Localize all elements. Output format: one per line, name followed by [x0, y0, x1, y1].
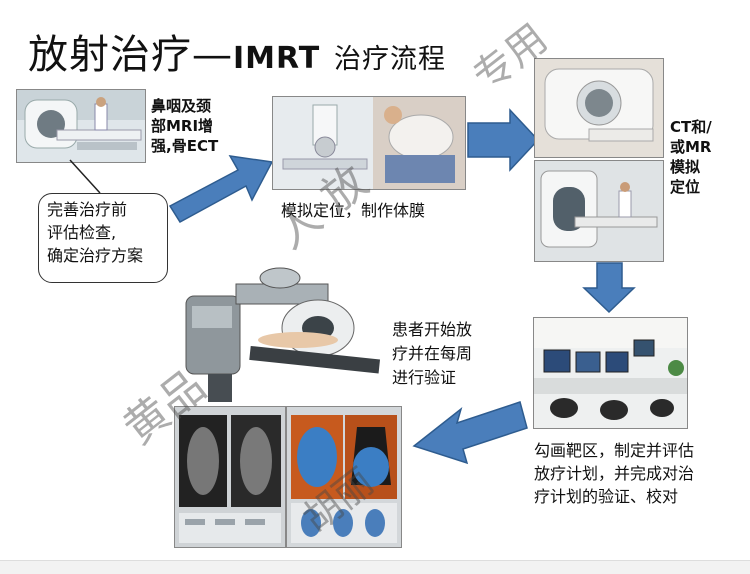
ct-scanner-photo [534, 58, 664, 158]
mri-label-line-1: 鼻咽及颈 [151, 97, 212, 115]
treatment-label-line-2: 疗并在每周 [392, 344, 473, 363]
ct-mr-label: CT和/ 或MR 模拟 定位 [670, 117, 712, 197]
planning-label-line-3: 疗计划的验证、校对 [534, 487, 679, 506]
callout-line-2: 评估检查, [47, 223, 117, 242]
simulation-label: 模拟定位，制作体膜 [281, 201, 425, 221]
bottom-strip [0, 560, 750, 574]
treatment-label: 患者开始放 疗并在每周 进行验证 [392, 318, 472, 390]
arrow-to-planning [582, 262, 636, 314]
planning-label: 勾画靶区，制定并评估 放疗计划，并完成对治 疗计划的验证、校对 [534, 439, 694, 508]
mri-scanner-image [17, 90, 145, 162]
arrow-to-simulation [168, 155, 274, 223]
ct-label-line-3: 模拟 [670, 158, 701, 176]
title-en: IMRT [233, 41, 321, 76]
mr-scanner-photo [534, 160, 664, 262]
title-dash: — [192, 32, 233, 78]
callout-line-3: 确定治疗方案 [47, 246, 144, 265]
arrow-to-treatment [412, 401, 528, 465]
title-main: 放射治疗 [28, 32, 192, 78]
arrow-to-ct [467, 108, 540, 172]
simulation-label-text: 模拟定位，制作体膜 [281, 201, 426, 220]
ct-label-line-2: 或MR [670, 138, 712, 156]
callout-pointer [69, 159, 101, 194]
callout-line-1: 完善治疗前 [47, 200, 128, 219]
portal-image-photo [174, 406, 286, 548]
mr-scanner-image [535, 161, 663, 261]
title-sub: 治疗流程 [333, 44, 446, 75]
mri-photo [16, 89, 146, 163]
pretreatment-callout: 完善治疗前 评估检查, 确定治疗方案 [38, 193, 168, 283]
planning-label-line-2: 放疗计划，并完成对治 [534, 464, 695, 483]
treatment-label-line-3: 进行验证 [392, 368, 457, 387]
simulation-image [273, 97, 465, 189]
mri-label-line-2: 部MRI增 [151, 117, 214, 135]
page-title: 放射治疗—IMRT 治疗流程 [28, 22, 446, 80]
mri-label: 鼻咽及颈 部MRI增 强,骨ECT [151, 96, 218, 156]
ct-label-line-4: 定位 [670, 178, 701, 196]
planning-room-image [534, 318, 687, 428]
linac-machine-image [178, 256, 388, 406]
ct-label-line-1: CT和/ [670, 118, 712, 136]
planning-label-line-1: 勾画靶区，制定并评估 [534, 441, 695, 460]
planning-room-photo [533, 317, 688, 429]
portal-image-graphic [175, 407, 285, 547]
mri-label-line-3: 强,骨ECT [151, 137, 219, 155]
dose-plan-graphic [287, 407, 401, 547]
linac-machine-graphic [185, 267, 381, 402]
simulation-photo [272, 96, 466, 190]
ct-scanner-image [535, 59, 663, 157]
dose-plan-photo [286, 406, 402, 548]
treatment-label-line-1: 患者开始放 [392, 320, 473, 339]
